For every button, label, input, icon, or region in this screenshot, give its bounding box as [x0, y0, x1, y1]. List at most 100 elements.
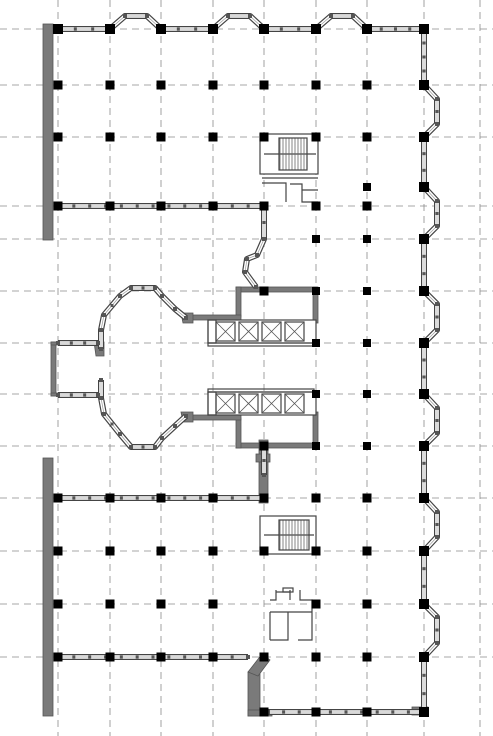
window-mullion: [435, 302, 439, 306]
window-mullion: [360, 710, 364, 714]
window-mullion: [199, 204, 203, 208]
column: [311, 80, 321, 90]
column: [105, 599, 115, 609]
window-mullion: [422, 692, 426, 696]
column: [312, 390, 320, 398]
window-mullion: [83, 393, 87, 397]
column: [311, 599, 321, 609]
window-mullion: [88, 655, 92, 659]
window-mullion: [262, 237, 266, 241]
column: [311, 493, 321, 503]
window-mullion: [245, 257, 249, 261]
column: [259, 24, 269, 34]
column: [53, 80, 63, 90]
window-mullion: [422, 584, 426, 588]
window-mullion: [422, 41, 426, 45]
window-mullion: [435, 328, 439, 332]
column: [156, 599, 166, 609]
column: [259, 80, 269, 90]
window-mullion: [184, 316, 188, 320]
window-mullion: [406, 710, 410, 714]
pavilion-glazing: [100, 380, 187, 448]
column: [419, 234, 429, 244]
window-mullion: [199, 655, 202, 659]
toilet-core-outline: [282, 587, 294, 593]
window-mullion: [183, 496, 187, 500]
column: [156, 652, 166, 662]
column: [362, 546, 372, 556]
elevator-car: [238, 393, 259, 414]
window-mullion: [118, 294, 122, 298]
window-mullion: [408, 27, 412, 31]
column: [208, 599, 218, 609]
window-mullion: [435, 122, 439, 126]
column: [105, 24, 115, 34]
window-mullion: [151, 496, 155, 500]
elevator-cross: [284, 393, 305, 414]
window-mullion: [435, 535, 439, 539]
window-mullion: [151, 204, 155, 208]
window-mullion: [422, 152, 426, 156]
window-mullion: [102, 313, 106, 317]
window-mullion: [375, 710, 379, 714]
window-mullion: [379, 27, 383, 31]
window-mullion: [435, 97, 439, 101]
east-facade-glazing: [423, 29, 438, 712]
column: [259, 286, 269, 296]
window-mullion: [183, 655, 187, 659]
elevator-cross: [238, 393, 259, 414]
elevator-cross: [284, 321, 305, 342]
column: [419, 546, 429, 556]
window-mullion: [391, 710, 395, 714]
window-mullion: [176, 27, 180, 31]
window-mullion: [151, 655, 155, 659]
window-mullion: [129, 286, 133, 290]
column: [259, 652, 269, 662]
window-mullion: [262, 221, 266, 224]
window-mullion: [141, 445, 145, 449]
window-mullion: [255, 253, 259, 257]
elevator-cross: [238, 321, 259, 342]
window-mullion: [123, 14, 127, 18]
window-mullion: [102, 412, 106, 416]
link-glazing: [244, 206, 265, 288]
window-mullion: [129, 445, 133, 449]
column: [53, 201, 63, 211]
window-mullion: [199, 496, 203, 500]
column: [419, 599, 429, 609]
window-mullion: [88, 496, 92, 500]
window-mullion: [246, 655, 250, 659]
column: [156, 80, 166, 90]
window-mullion: [167, 204, 171, 208]
window-mullion: [56, 341, 60, 345]
window-mullion: [230, 496, 234, 500]
window-mullion: [422, 55, 426, 59]
column: [363, 390, 371, 398]
window-mullion: [248, 14, 252, 18]
north-facade-glazing: [58, 15, 424, 30]
window-mullion: [394, 27, 397, 31]
window-mullion: [119, 204, 123, 208]
window-mullion: [69, 393, 73, 397]
column: [156, 493, 166, 503]
window-mullion: [141, 286, 145, 290]
window-mullion: [422, 272, 426, 276]
window-mullion: [118, 432, 122, 436]
column: [419, 652, 429, 662]
window-mullion: [119, 655, 123, 659]
window-mullion: [153, 445, 157, 449]
column: [259, 707, 269, 717]
window-mullion: [110, 304, 114, 307]
column: [312, 442, 320, 450]
window-mullion: [99, 347, 103, 351]
window-mullion: [72, 655, 76, 659]
column: [312, 339, 320, 347]
column: [105, 80, 115, 90]
window-mullion: [91, 27, 95, 31]
elevator-cross: [261, 321, 282, 342]
window-mullion: [422, 479, 426, 483]
column: [311, 707, 321, 717]
window-mullion: [422, 461, 426, 465]
exterior-walls: [42, 23, 429, 717]
wall: [190, 414, 242, 421]
